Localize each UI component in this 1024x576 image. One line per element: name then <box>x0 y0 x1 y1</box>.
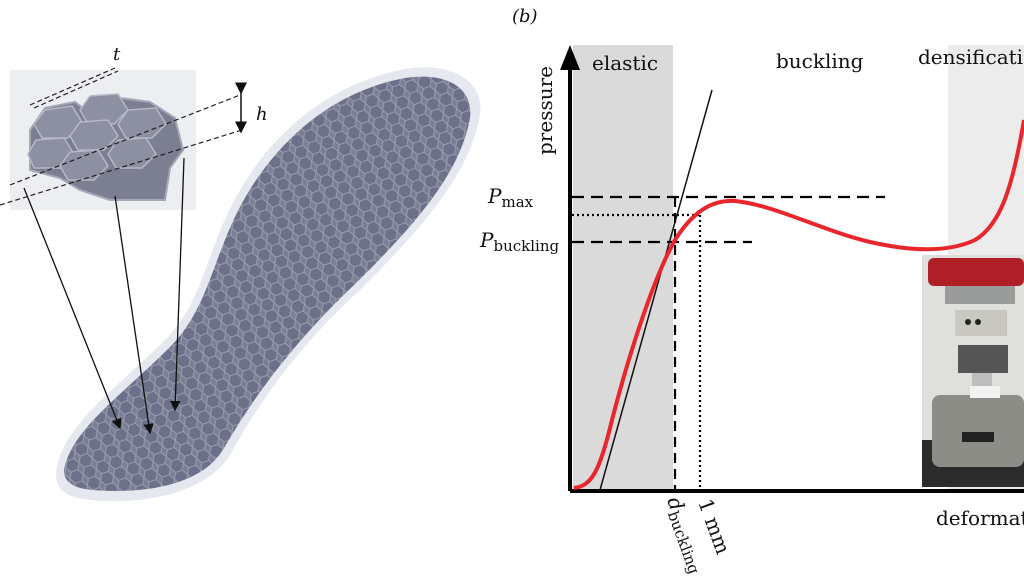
pbuckling-label: Pbuckling <box>479 228 559 255</box>
panel-label: (b) <box>512 6 538 27</box>
honeycomb-inset <box>0 67 247 210</box>
height-label: h <box>256 104 268 125</box>
y-axis-arrow <box>560 45 580 70</box>
pressure-curve <box>573 119 1024 490</box>
one-mm-label: 1 mm <box>693 496 735 558</box>
elastic-slope-line <box>599 89 713 491</box>
pointer-arrows <box>23 157 185 435</box>
thickness-label: t <box>113 44 121 65</box>
y-axis-label: pressure <box>533 66 557 155</box>
x-axis-label: deformation <box>936 506 1024 530</box>
buckling-label: buckling <box>776 49 864 73</box>
insole <box>56 67 481 502</box>
pmax-label: Pmax <box>487 184 534 211</box>
elastic-region <box>573 45 673 490</box>
densification-label: densification <box>918 45 1024 69</box>
elastic-label: elastic <box>592 51 658 75</box>
test-machine-photo <box>922 255 1024 487</box>
